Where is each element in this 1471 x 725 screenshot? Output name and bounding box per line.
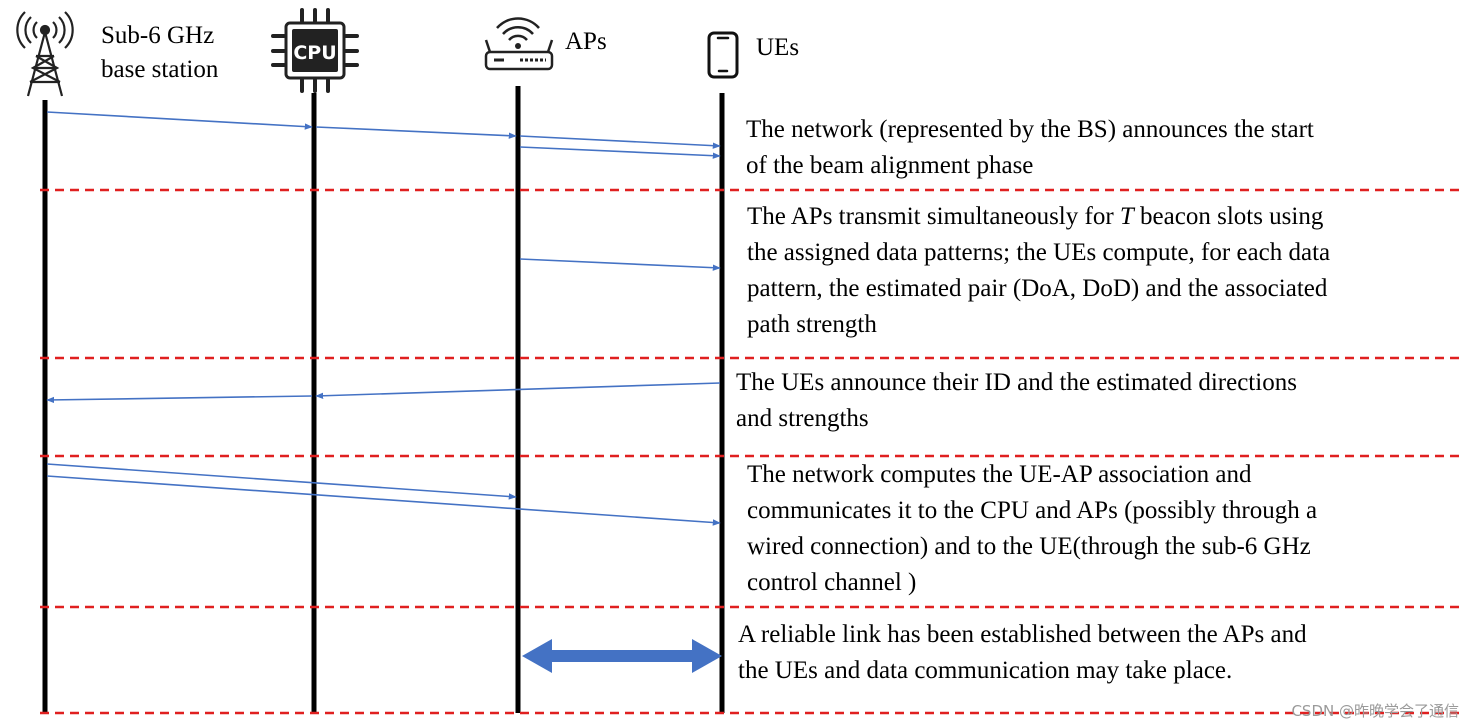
phase-text-line: communicates it to the CPU and APs (poss… — [747, 497, 1318, 524]
phase-text-line: of the beam alignment phase — [746, 152, 1034, 179]
phase-2-text: The APs transmit simultaneously for T be… — [747, 199, 1330, 343]
message-arrow-bs-to-ues — [46, 475, 721, 526]
data-link-bidirectional-arrow — [522, 639, 722, 673]
cpu-chip-label: CPU — [293, 42, 336, 64]
bs-label-line: base station — [101, 56, 219, 83]
message-arrow-bs-to-cpu — [46, 111, 313, 130]
phase-text-line: wired connection) and to the UE(through … — [747, 533, 1311, 560]
wifi-router-icon — [484, 17, 554, 71]
phase-text-line: The network (represented by the BS) anno… — [746, 116, 1314, 143]
phase-text-line: the UEs and data communication may take … — [738, 657, 1233, 684]
phase-text-line: path strength — [747, 311, 877, 338]
message-arrow-cpu-to-aps — [315, 126, 517, 139]
phase-text-line: pattern, the estimated pair (DoA, DoD) a… — [747, 275, 1328, 302]
phase-1-text: The network (represented by the BS) anno… — [746, 112, 1314, 184]
message-arrow-aps-to-ues — [519, 258, 721, 271]
phase-5-text: A reliable link has been established bet… — [738, 617, 1307, 689]
message-arrow-bs-to-aps — [46, 463, 517, 500]
bs-label-line: Sub-6 GHz — [101, 22, 215, 49]
phase-text-line: The APs transmit simultaneously for T be… — [747, 203, 1324, 230]
phase-text-line: The UEs announce their ID and the estima… — [736, 369, 1297, 396]
bs-label: Sub-6 GHz base station — [101, 19, 218, 87]
phase-text-line: the assigned data patterns; the UEs comp… — [747, 239, 1331, 266]
smartphone-icon — [707, 31, 739, 79]
lifelines — [42, 86, 725, 713]
phase-text-line: and strengths — [736, 405, 869, 432]
phase-3-text: The UEs announce their ID and the estima… — [736, 365, 1297, 437]
ues-label: UEs — [756, 34, 800, 61]
message-arrow-aps-to-ues — [519, 146, 721, 159]
phase-text-line: A reliable link has been established bet… — [738, 621, 1307, 648]
message-arrow-cpu-to-bs — [46, 395, 313, 404]
phase-text-line: The network computes the UE-AP associati… — [747, 461, 1252, 488]
cpu-chip-icon: CPU — [271, 8, 359, 93]
cell-tower-icon — [16, 11, 74, 97]
beacon-slots-symbol: T — [1119, 203, 1134, 230]
message-arrow-aps-to-ues — [519, 135, 721, 149]
phase-text-line: control channel ) — [747, 569, 917, 596]
message-arrow-ues-to-cpu — [315, 382, 721, 399]
watermark: CSDN @昨晚学会了通信 — [1291, 702, 1459, 720]
aps-label: APs — [565, 28, 607, 55]
message-arrows — [46, 111, 721, 526]
phase-dividers — [40, 188, 1462, 715]
phase-4-text: The network computes the UE-AP associati… — [747, 457, 1317, 601]
